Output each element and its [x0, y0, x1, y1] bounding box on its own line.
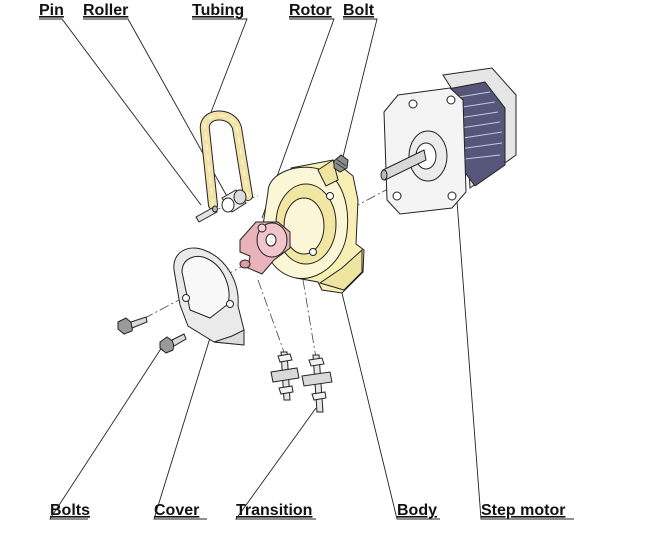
cover — [173, 247, 245, 346]
rotor — [239, 221, 291, 275]
leader-lines — [39, 18, 574, 520]
label-step-motor: Step motor — [481, 502, 565, 519]
leader-roller — [83, 18, 230, 201]
leader-tubing — [192, 18, 248, 121]
leader-step-motor — [455, 187, 574, 520]
transition-right — [301, 354, 333, 413]
label-bolts: Bolts — [50, 502, 90, 519]
label-body: Body — [397, 502, 437, 519]
transition-left — [270, 351, 300, 401]
bolts — [117, 316, 187, 354]
leader-body — [339, 284, 440, 520]
label-bolt: Bolt — [343, 2, 375, 19]
bolt — [333, 154, 349, 173]
leader-cover — [153, 324, 215, 520]
step-motor — [380, 67, 517, 215]
label-transition: Transition — [236, 502, 312, 519]
tubing — [199, 110, 253, 210]
leader-transition — [235, 407, 317, 520]
leader-bolts — [49, 343, 165, 520]
leader-rotor — [261, 18, 335, 219]
label-cover: Cover — [154, 502, 199, 519]
label-roller: Roller — [83, 2, 128, 19]
leader-bolt — [342, 18, 378, 158]
label-rotor: Rotor — [289, 2, 332, 19]
pin — [195, 205, 218, 223]
label-tubing: Tubing — [192, 2, 244, 19]
roller — [221, 189, 247, 213]
label-pin: Pin — [39, 2, 64, 19]
leader-pin — [39, 18, 202, 206]
